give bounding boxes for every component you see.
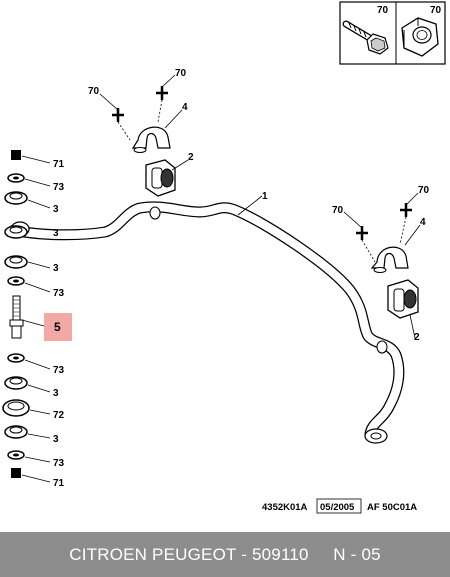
reference-af: AF 50C01A — [367, 502, 417, 513]
callout-bush-right: 2 — [414, 332, 420, 343]
stack-leaders — [21, 155, 51, 483]
inset-bolt-label: 70 — [377, 5, 389, 16]
callout-screw-right-b: 70 — [418, 185, 430, 196]
callout-screw-right-a: 70 — [332, 205, 344, 216]
screw-marker-right-b — [399, 203, 412, 245]
callout-bar: 1 — [262, 191, 268, 202]
callout-stack-washer-1: 73 — [53, 182, 65, 193]
callout-stack-bush: 72 — [53, 410, 65, 421]
callout-stack-washer-4: 73 — [53, 458, 65, 469]
callout-clamp-right: 4 — [420, 217, 426, 228]
callout-stack-cup-4: 3 — [53, 388, 59, 399]
callout-stack-bottom-nut: 71 — [53, 478, 65, 489]
screw-marker-left-b — [156, 86, 168, 123]
screw-marker-right-a — [356, 226, 376, 263]
left-bushing — [145, 159, 176, 197]
exploded-diagram: 70 70 1 — [2, 1, 446, 514]
callout-stack-cup-1: 3 — [53, 204, 59, 215]
reference-line: 4352K01A 05/2005 AF 50C01A — [262, 498, 417, 514]
callout-stack-cup-2: 3 — [53, 228, 59, 239]
callout-bush-left: 2 — [188, 152, 194, 163]
right-clamp — [370, 246, 409, 273]
nut-icon — [401, 17, 439, 57]
footer-text: CITROEN PEUGEOT - 509110 N - 05 — [69, 544, 381, 564]
callout-screw-left-b: 70 — [175, 68, 187, 79]
reference-date: 05/2005 — [320, 502, 355, 513]
inset-nut-label: 70 — [430, 5, 442, 16]
callout-stack-washer-3: 73 — [53, 365, 65, 376]
footer-bar: CITROEN PEUGEOT - 509110 N - 05 — [0, 532, 450, 577]
bolt-icon — [342, 20, 389, 55]
fastener-inset: 70 70 — [339, 1, 446, 65]
callout-highlighted-link: 5 — [54, 320, 61, 334]
highlight-part-5[interactable]: 5 — [44, 313, 72, 341]
callout-stack-washer-2: 73 — [53, 288, 65, 299]
callout-screw-left-a: 70 — [88, 86, 100, 97]
callout-stack-cup-5: 3 — [53, 434, 59, 445]
right-bushing — [387, 279, 419, 319]
left-clamp — [131, 126, 171, 153]
callout-stack-cup-3: 3 — [53, 263, 59, 274]
reference-code: 4352K01A — [262, 502, 308, 513]
link-stack — [2, 150, 30, 478]
callout-stack-top-nut: 71 — [53, 159, 65, 170]
screw-marker-left-a — [112, 108, 131, 141]
callout-clamp-left: 4 — [182, 102, 188, 113]
